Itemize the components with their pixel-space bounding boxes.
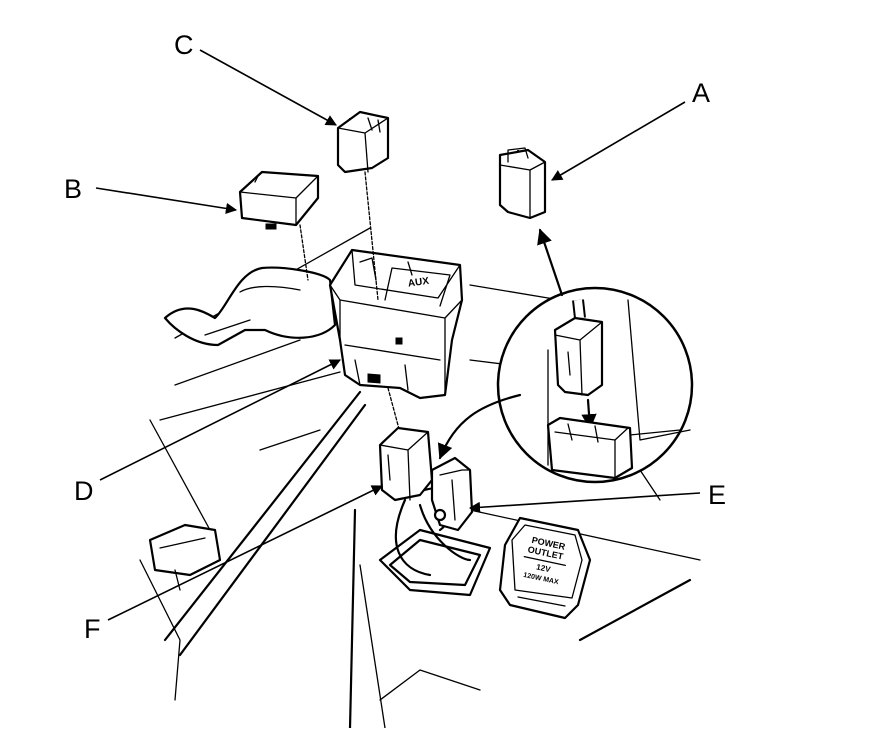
adapter-harness <box>336 37 547 220</box>
callout-d: D <box>74 476 94 506</box>
detail-arrows <box>437 228 564 460</box>
console-clip <box>148 523 222 591</box>
callout-leaders <box>95 49 701 621</box>
part-e-connector <box>430 456 474 532</box>
callout-c: C <box>174 30 194 60</box>
power-outlet: POWER OUTLET 12V 120W MAX <box>498 516 592 620</box>
callout-f: F <box>84 614 101 644</box>
outlet-text-voltage: 12V <box>535 562 551 574</box>
part-b-cap <box>238 170 320 230</box>
callout-b: B <box>64 174 82 204</box>
aux-switch-label: AUX <box>407 276 430 290</box>
detail-magnifier <box>496 286 694 484</box>
part-d-aux-switch: AUX <box>328 248 464 400</box>
part-f-connector <box>378 426 434 502</box>
callout-e: E <box>708 480 726 510</box>
console-background <box>139 227 701 730</box>
trim-panel <box>163 266 337 347</box>
callout-a: A <box>692 78 710 108</box>
